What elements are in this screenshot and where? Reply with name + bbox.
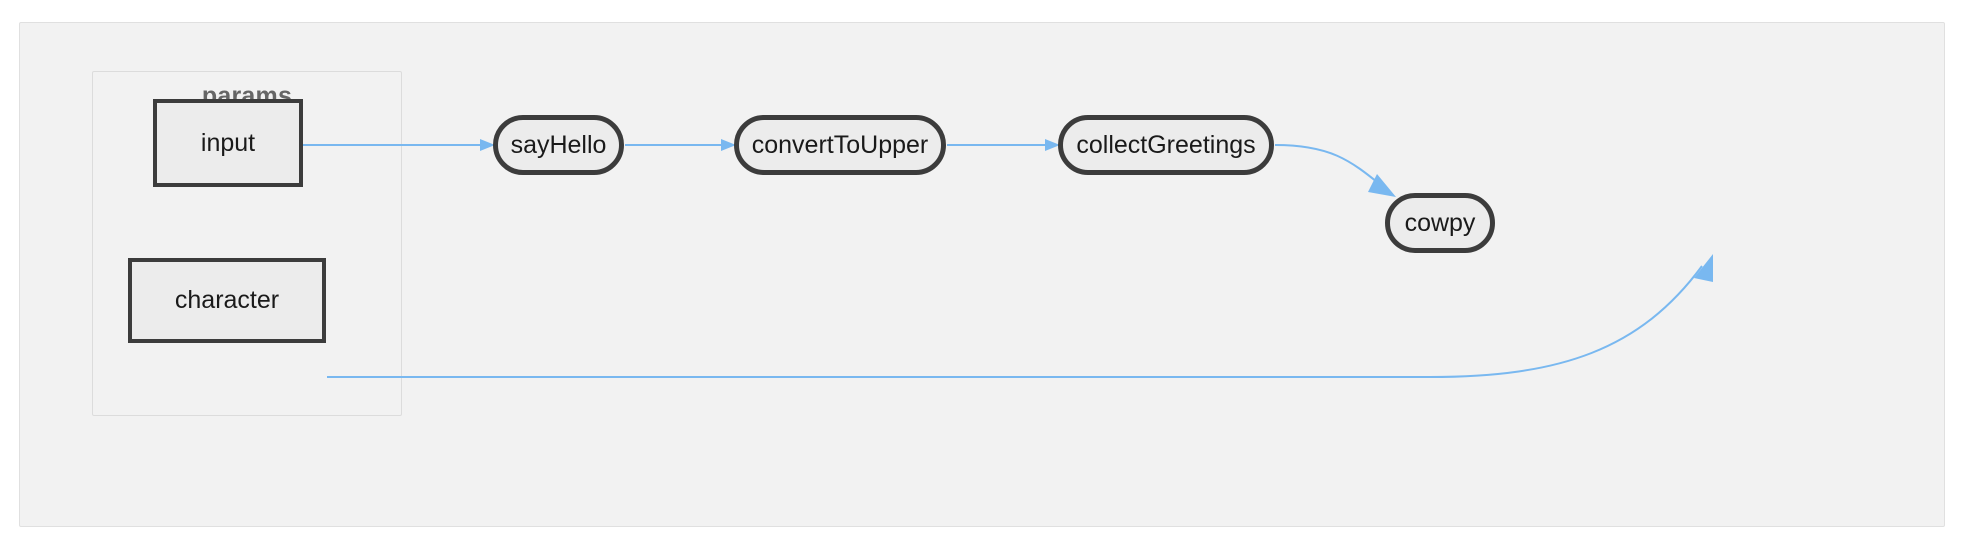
node-character[interactable]: character bbox=[128, 258, 326, 343]
node-cowpy-label: cowpy bbox=[1404, 208, 1476, 237]
node-input-label: input bbox=[200, 128, 256, 157]
node-collectgreetings[interactable]: collectGreetings bbox=[1058, 115, 1274, 175]
node-character-label: character bbox=[174, 286, 280, 314]
node-converttoupper[interactable]: convertToUpper bbox=[734, 115, 946, 175]
node-converttoupper-label: convertToUpper bbox=[751, 130, 929, 159]
node-input[interactable]: input bbox=[153, 99, 303, 187]
node-collectgreetings-label: collectGreetings bbox=[1076, 130, 1256, 159]
node-sayhello-label: sayHello bbox=[510, 130, 607, 159]
node-sayhello[interactable]: sayHello bbox=[493, 115, 624, 175]
node-cowpy[interactable]: cowpy bbox=[1385, 193, 1495, 253]
